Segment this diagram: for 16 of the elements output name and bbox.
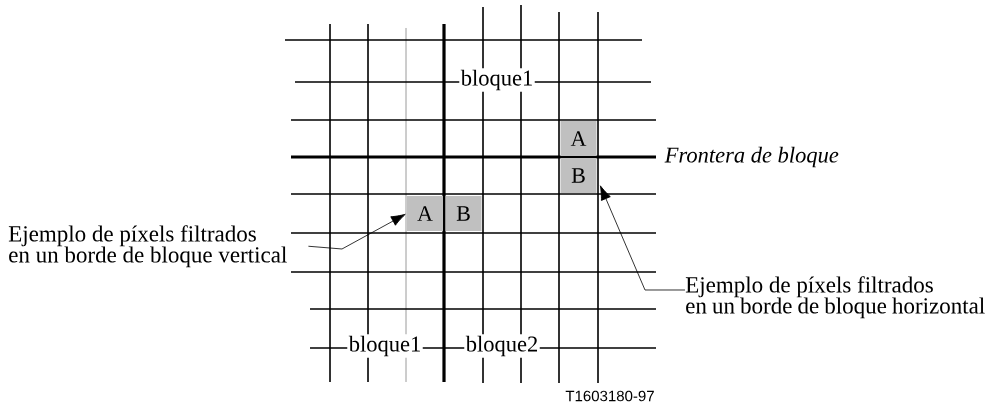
shaded-pixel: B <box>445 196 482 231</box>
figure-code: T1603180-97 <box>565 390 654 402</box>
block-label: bloque2 <box>464 334 540 358</box>
leader-arrow <box>600 185 686 291</box>
block-label: bloque1 <box>459 68 535 92</box>
node-label: B <box>571 168 585 183</box>
annotation-text: Ejemplo de píxels filtrados en un borde de bloque vertical <box>8 225 287 268</box>
shaded-pixel: A <box>407 196 443 231</box>
shaded-pixel: B <box>560 158 597 193</box>
node-label: A <box>570 131 587 146</box>
shaded-pixel: A <box>560 121 597 156</box>
boundary-label: Frontera de bloque <box>664 146 839 168</box>
node-label: B <box>456 206 470 221</box>
block-label: bloque1 <box>347 334 423 358</box>
leader-arrow <box>308 213 406 250</box>
annotation-text: Ejemplo de píxels filtrados en un borde de bloque horizontal <box>685 276 985 319</box>
